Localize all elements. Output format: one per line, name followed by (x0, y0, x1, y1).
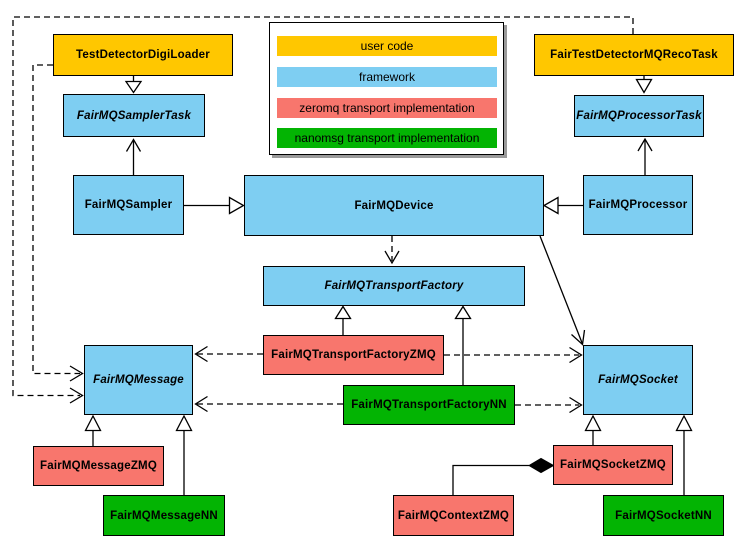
node-fairmq-socket: FairMQSocket (583, 345, 693, 415)
inheritance-arrow (542, 196, 583, 215)
inheritance-arrow (175, 414, 193, 495)
inheritance-arrow (334, 305, 352, 335)
node-fairmq-message-zmq: FairMQMessageZMQ (33, 446, 164, 486)
node-fairmq-sampler-task: FairMQSamplerTask (63, 94, 205, 137)
inheritance-arrow (454, 305, 472, 385)
dependency-arrow (194, 395, 343, 413)
node-fairmq-transport-factory: FairMQTransportFactory (263, 266, 525, 306)
association-arrow (539, 235, 586, 346)
inheritance-arrow (84, 414, 102, 446)
inheritance-arrow (635, 76, 653, 94)
node-fairmq-message: FairMQMessage (84, 345, 193, 415)
association-arrow (125, 138, 142, 175)
node-fairmq-device: FairMQDevice (244, 175, 544, 236)
legend-item-framework: framework (277, 67, 497, 87)
node-fairmq-socket-nn: FairMQSocketNN (603, 495, 724, 536)
inheritance-arrow (184, 196, 245, 215)
node-fairmq-socket-zmq: FairMQSocketZMQ (553, 445, 673, 485)
node-test-detector-digi-loader: TestDetectorDigiLoader (53, 34, 233, 76)
inheritance-arrow (584, 414, 602, 445)
association-arrow (637, 137, 653, 175)
legend-item-zeromq: zeromq transport implementation (277, 98, 497, 118)
dependency-arrow (384, 236, 400, 265)
dependency-arrow (12, 16, 634, 404)
legend-item-nanomsg: nanomsg transport implementation (277, 128, 497, 148)
node-fairmq-processor-task: FairMQProcessorTask (574, 95, 704, 137)
dependency-arrow (194, 345, 263, 363)
node-fairmq-processor: FairMQProcessor (583, 175, 693, 235)
dependency-arrow (444, 346, 583, 364)
node-fairmq-sampler: FairMQSampler (73, 175, 184, 235)
legend: user code framework zeromq transport imp… (269, 22, 504, 155)
dependency-arrow (32, 64, 84, 382)
inheritance-arrow (124, 76, 143, 94)
node-fairmq-transport-factory-nn: FairMQTransportFactoryNN (343, 385, 515, 425)
legend-item-user-code: user code (277, 36, 497, 56)
node-fairmq-context-zmq: FairMQContextZMQ (393, 495, 514, 536)
dependency-arrow (515, 396, 583, 414)
node-fair-test-detector-mq-reco-task: FairTestDetectorMQRecoTask (534, 34, 734, 76)
composition-link (452, 457, 555, 495)
node-fairmq-message-nn: FairMQMessageNN (103, 495, 225, 536)
inheritance-arrow (675, 414, 693, 495)
node-fairmq-transport-factory-zmq: FairMQTransportFactoryZMQ (263, 335, 444, 375)
